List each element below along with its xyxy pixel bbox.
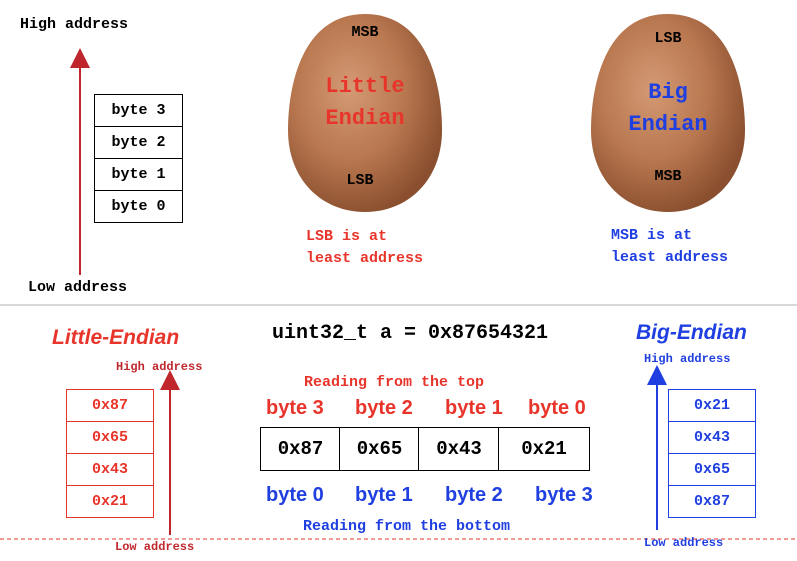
little-stack-cell: 0x65: [66, 421, 154, 454]
big-caption-line1: MSB is at: [611, 227, 693, 244]
little-stack-cell: 0x21: [66, 485, 154, 518]
big-endian-egg: [591, 14, 745, 212]
top-low-address-label: Low address: [28, 279, 128, 296]
bottom-byte-label: byte 0: [266, 484, 324, 506]
little-egg-msb-label: MSB: [351, 24, 379, 41]
byte-1-box: byte 1: [94, 158, 183, 191]
little-endian-title: Little-Endian: [52, 326, 180, 349]
big-egg-title-line2: Endian: [628, 112, 708, 137]
little-caption-line2: least address: [306, 250, 424, 267]
big-stack-cell: 0x21: [668, 389, 756, 422]
top-byte-label: byte 2: [355, 397, 413, 419]
little-egg-lsb-label: LSB: [346, 172, 374, 189]
big-stack-cell: 0x87: [668, 485, 756, 518]
memory-cell: 0x43: [418, 427, 500, 471]
top-byte-label: byte 1: [445, 397, 503, 419]
top-high-address-label: High address: [20, 16, 129, 33]
big-endian-title: Big-Endian: [636, 321, 747, 344]
big-high-address-label: High address: [644, 352, 731, 366]
little-caption-line1: LSB is at: [306, 228, 388, 245]
declaration: uint32_t a = 0x87654321: [272, 322, 549, 345]
top-byte-label: byte 0: [528, 397, 586, 419]
memory-cell: 0x87: [260, 427, 341, 471]
bottom-byte-label: byte 2: [445, 484, 503, 506]
little-egg-title-line1: Little: [325, 74, 405, 99]
little-egg-title-line2: Endian: [325, 106, 405, 131]
byte-3-box: byte 3: [94, 94, 183, 127]
little-stack-cell: 0x43: [66, 453, 154, 486]
big-egg-lsb-label: LSB: [654, 30, 682, 47]
big-stack-cell: 0x43: [668, 421, 756, 454]
memory-cell: 0x65: [339, 427, 420, 471]
memory-cell: 0x21: [498, 427, 590, 471]
reading-from-top: Reading from the top: [304, 374, 485, 391]
reading-from-bottom: Reading from the bottom: [303, 518, 511, 535]
little-low-address-label: Low address: [115, 540, 195, 554]
top-byte-label: byte 3: [266, 397, 324, 419]
big-low-address-label: Low address: [644, 536, 724, 550]
big-egg-title-line1: Big: [648, 80, 688, 105]
bottom-byte-label: byte 1: [355, 484, 413, 506]
bottom-byte-label: byte 3: [535, 484, 593, 506]
little-stack-cell: 0x87: [66, 389, 154, 422]
big-egg-msb-label: MSB: [654, 168, 682, 185]
byte-2-box: byte 2: [94, 126, 183, 159]
little-endian-egg: [288, 14, 442, 212]
little-high-address-label: High address: [116, 360, 203, 374]
byte-0-box: byte 0: [94, 190, 183, 223]
big-stack-cell: 0x65: [668, 453, 756, 486]
big-caption-line2: least address: [611, 249, 729, 266]
